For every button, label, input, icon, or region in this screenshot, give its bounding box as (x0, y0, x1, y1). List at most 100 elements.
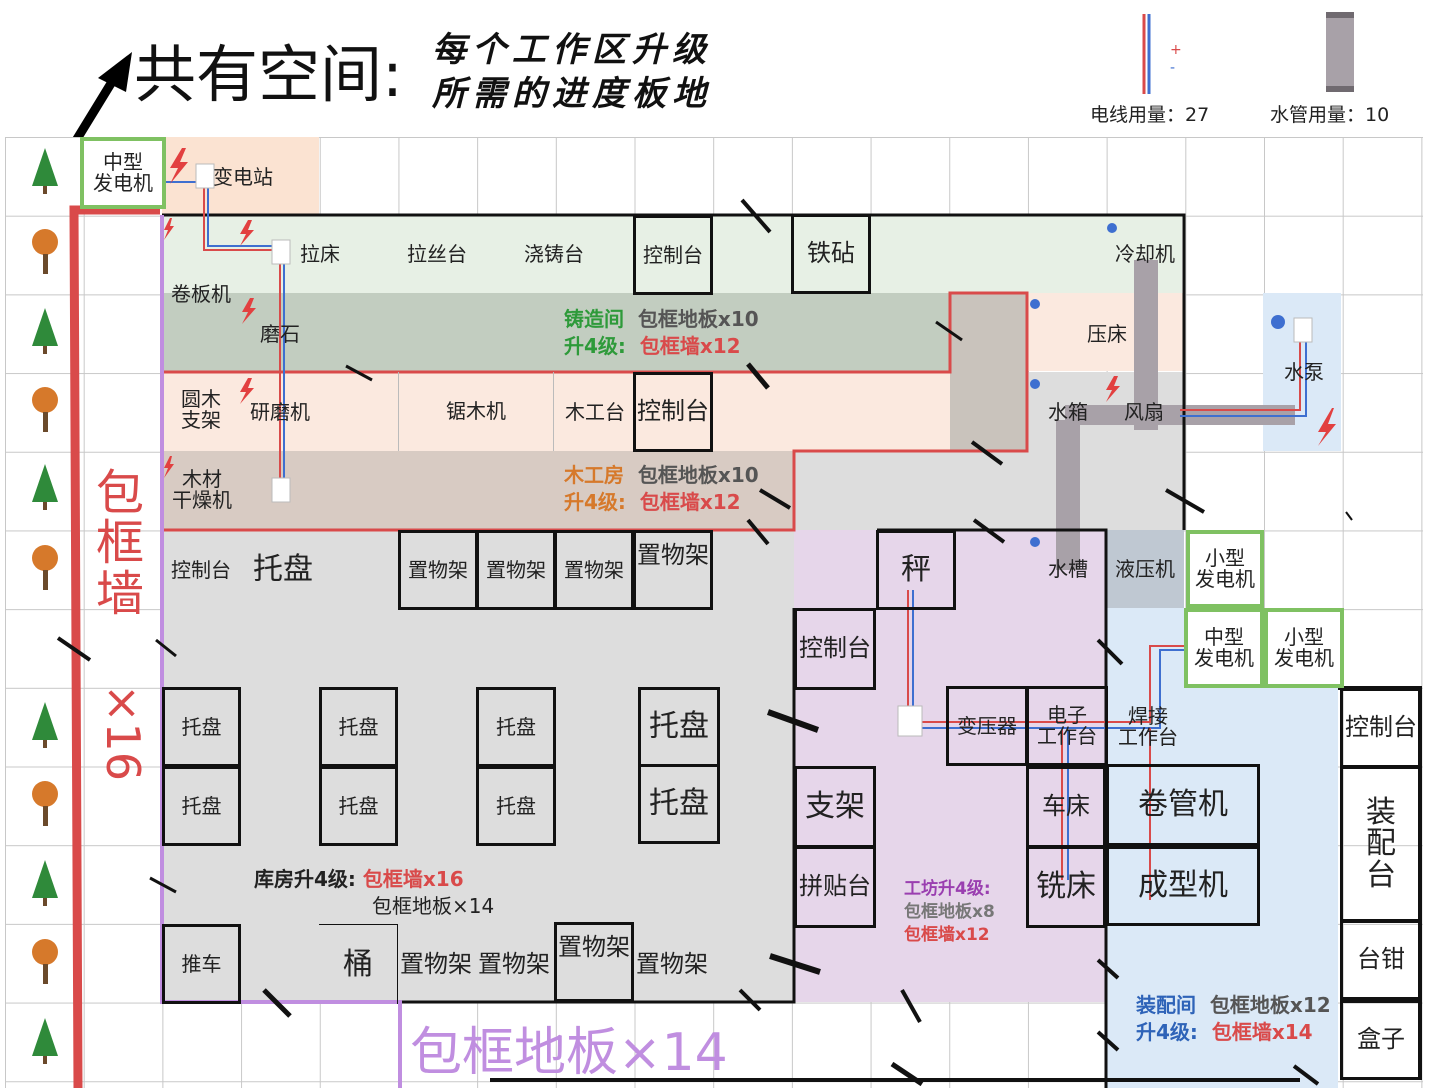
oak-tree-icon (30, 226, 60, 274)
storage-shelf[interactable]: 置物架 (400, 950, 472, 979)
sawmill[interactable]: 锯木机 (398, 372, 554, 451)
wire-legend-icon: + - (1142, 14, 1182, 94)
cooler[interactable]: 冷却机 (1115, 241, 1175, 266)
welding-bench[interactable]: 焊接 工作台 (1118, 704, 1178, 749)
bucket[interactable]: 桶 (319, 924, 398, 1004)
workshop-upgrade-note: 工坊升4级: 包框地板x8 包框墙x12 (904, 879, 995, 945)
assembly-upgrade-note: 装配间 包框地板x12 升4级: 包框墙x14 (1136, 993, 1331, 1044)
stand[interactable]: 支架 (794, 766, 876, 848)
fan[interactable]: 风扇 (1124, 399, 1164, 424)
grindstone[interactable]: 磨石 (260, 321, 300, 346)
storage-shelf[interactable]: 置物架 (633, 530, 713, 610)
box[interactable]: 盒子 (1340, 1000, 1422, 1080)
pine-tree-icon (30, 858, 60, 906)
medium-generator[interactable]: 中型 发电机 (1184, 608, 1264, 688)
oak-tree-icon (30, 384, 60, 432)
pine-tree-icon (30, 306, 60, 354)
corridor (950, 293, 1027, 451)
control-console[interactable]: 控制台 (794, 608, 876, 690)
control-console[interactable]: 控制台 (633, 372, 713, 452)
wire-drawing-bench[interactable]: 拉丝台 (407, 241, 467, 266)
anvil[interactable]: 铁砧 (791, 214, 871, 294)
pipe-bender[interactable]: 卷管机 (1106, 764, 1260, 846)
sink[interactable]: 水槽 (1048, 556, 1088, 581)
bottom-floor-label: 包框地板×14 (410, 1023, 728, 1083)
left-wall-count: ×16 (96, 684, 150, 782)
vise[interactable]: 台钳 (1340, 920, 1422, 1000)
grinder[interactable]: 研磨机 (250, 399, 310, 424)
tray[interactable]: 托盘 (319, 766, 398, 846)
wood-zone-inner (162, 451, 794, 530)
pipe-legend-icon (1326, 12, 1354, 92)
log-rack[interactable]: 圆木 支架 (181, 387, 221, 432)
casting-bench[interactable]: 浇铸台 (524, 241, 584, 266)
hydraulic-area (1106, 530, 1184, 608)
tray[interactable]: 托盘 (476, 766, 556, 846)
tray[interactable]: 托盘 (162, 687, 241, 767)
small-generator[interactable]: 小型 发电机 (1186, 530, 1264, 608)
shared-space-title: 共有空间: (134, 38, 403, 111)
wire-usage-value: 27 (1185, 104, 1210, 126)
tray[interactable]: 托盘 (638, 764, 720, 844)
tray[interactable]: 托盘 (319, 687, 398, 767)
wire-usage-label: 电线用量：27 (1090, 104, 1210, 126)
substation[interactable]: 变电站 (213, 164, 273, 189)
tray[interactable]: 托盘 (253, 552, 313, 588)
tray[interactable]: 托盘 (162, 766, 241, 846)
milling-machine[interactable]: 铣床 (1026, 846, 1106, 928)
wood-zone (162, 372, 950, 451)
forming-machine[interactable]: 成型机 (1106, 846, 1260, 926)
storage-zone-upper (794, 451, 1184, 530)
oak-tree-icon (30, 542, 60, 590)
foundry-zone (162, 215, 1182, 293)
electronics-bench[interactable]: 电子 工作台 (1026, 686, 1108, 766)
tray[interactable]: 托盘 (476, 687, 556, 767)
water-tank[interactable]: 水箱 (1048, 399, 1088, 424)
svg-text:+: + (1170, 42, 1182, 58)
plate-roller[interactable]: 卷板机 (171, 281, 231, 306)
control-console[interactable]: 控制台 (633, 215, 713, 295)
left-wall-label: 包 框 墙 (95, 465, 144, 622)
pine-tree-icon (30, 1016, 60, 1064)
foundry-zone-inner (162, 293, 950, 371)
cart[interactable]: 推车 (162, 924, 241, 1004)
water-pump[interactable]: 水泵 (1284, 359, 1324, 384)
storage-shelf[interactable]: 置物架 (398, 530, 478, 610)
scale[interactable]: 秤 (876, 530, 956, 610)
pine-tree-icon (30, 700, 60, 748)
tray[interactable]: 托盘 (638, 687, 720, 767)
storage-upgrade-note: 库房升4级: 包框墙x16 包框地板×14 (254, 867, 495, 918)
substation-area (162, 137, 319, 215)
hydraulic-press[interactable]: 液压机 (1115, 556, 1175, 581)
control-console[interactable]: 控制台 (1340, 688, 1422, 768)
pine-tree-icon (30, 462, 60, 510)
storage-shelf[interactable]: 置物架 (554, 922, 634, 1002)
lathe-top[interactable]: 拉床 (300, 241, 340, 266)
pipe-usage-value: 10 (1365, 104, 1390, 126)
storage-shelf[interactable]: 置物架 (636, 950, 708, 979)
oak-tree-icon (30, 936, 60, 984)
oak-tree-icon (30, 778, 60, 826)
wood-dryer[interactable]: 木材 干燥机 (172, 467, 232, 512)
subtitle-line-1: 每个工作区升级 (432, 30, 712, 70)
svg-text:-: - (1170, 60, 1175, 76)
control-console[interactable]: 控制台 (171, 557, 231, 582)
transformer[interactable]: 变压器 (946, 686, 1028, 766)
storage-shelf[interactable]: 置物架 (478, 950, 550, 979)
small-generator[interactable]: 小型 发电机 (1264, 608, 1344, 688)
storage-shelf[interactable]: 置物架 (554, 530, 634, 610)
press[interactable]: 压床 (1087, 321, 1127, 346)
foundry-upgrade-note: 铸造间 包框地板x10 升4级: 包框墙x12 (564, 307, 759, 358)
lathe[interactable]: 车床 (1026, 766, 1106, 848)
woodshop-upgrade-note: 木工房 包框地板x10 升4级: 包框墙x12 (564, 463, 759, 514)
water-pipe-vertical (1134, 260, 1158, 430)
patch-bench[interactable]: 拼贴台 (794, 846, 876, 928)
pipe-usage-label: 水管用量：10 (1270, 104, 1390, 126)
subtitle-line-2: 所需的进度板地 (432, 74, 712, 114)
carpentry-bench[interactable]: 木工台 (565, 399, 625, 424)
pine-tree-icon (30, 146, 60, 194)
storage-shelf[interactable]: 置物架 (476, 530, 556, 610)
medium-generator-top[interactable]: 中型 发电机 (80, 137, 166, 209)
assembly-bench[interactable]: 装 配 台 (1340, 766, 1422, 922)
